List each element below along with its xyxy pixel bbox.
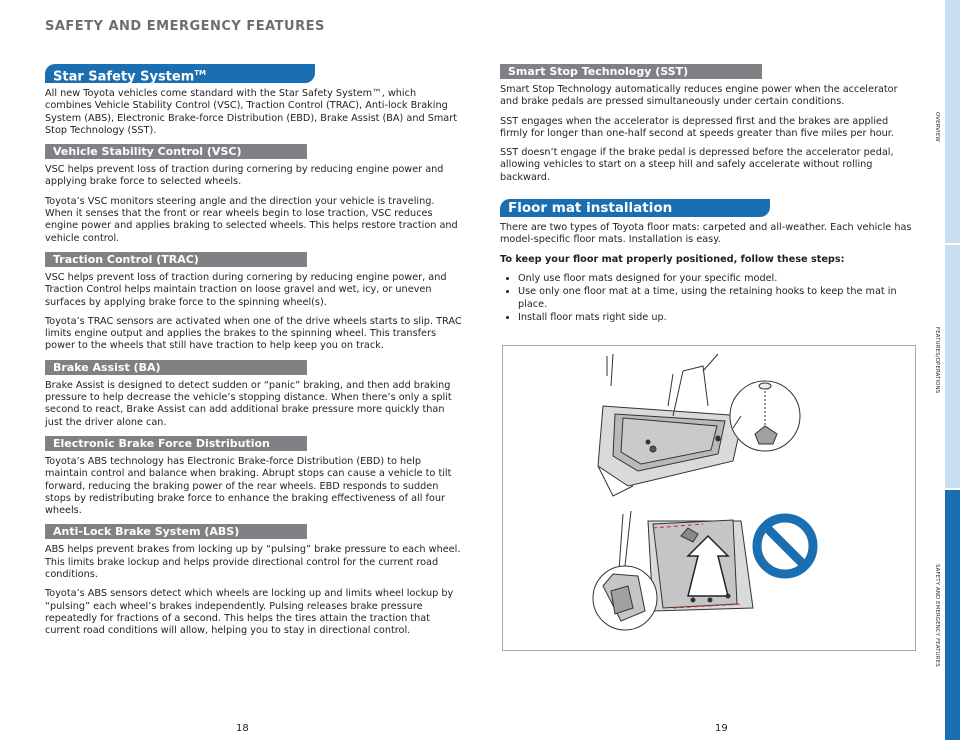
incorrect-installation-drawing — [592, 510, 754, 631]
tab-label-overview: OVERVIEW — [934, 112, 940, 142]
correct-installation-drawing — [597, 353, 801, 497]
list-item: Install floor mats right side up. — [518, 312, 918, 324]
trademark-mark: TM — [194, 69, 207, 77]
section-header: SAFETY AND EMERGENCY FEATURES — [45, 19, 325, 34]
prohibit-icon — [752, 513, 818, 579]
sst-paragraph-1: Smart Stop Technology automatically redu… — [500, 84, 898, 108]
tab-label-features: FEATURES/OPERATIONS — [934, 326, 940, 394]
ebd-paragraph: Toyota’s ABS technology has Electronic B… — [45, 455, 452, 517]
floor-mat-illustration — [502, 345, 916, 651]
sst-paragraph-3: SST doesn’t engage if the brake pedal is… — [500, 147, 894, 183]
tab-safety[interactable] — [945, 490, 960, 742]
sst-paragraph-2: SST engages when the accelerator is depr… — [500, 115, 894, 139]
ebd-title: Electronic Brake Force Distribution (EBD… — [45, 435, 307, 465]
list-item: Only use floor mats designed for your sp… — [518, 273, 918, 285]
floor-mat-steps-heading: To keep your floor mat properly position… — [500, 253, 845, 265]
page-number-left: 18 — [236, 723, 249, 734]
ba-title: Brake Assist (BA) — [45, 359, 307, 375]
star-safety-title-text: Star Safety System — [53, 69, 195, 85]
vsc-paragraph-2: Toyota’s VSC monitors steering angle and… — [45, 195, 458, 244]
tab-features[interactable] — [945, 245, 960, 490]
trac-title: Traction Control (TRAC) — [45, 251, 307, 267]
right-column: Smart Stop Technology (SST) Smart Stop T… — [500, 64, 918, 330]
vsc-title: Vehicle Stability Control (VSC) — [45, 144, 307, 160]
vsc-paragraph-1: VSC helps prevent loss of traction durin… — [45, 164, 444, 188]
abs-title: Anti-Lock Brake System (ABS) — [45, 524, 307, 540]
tab-label-safety: SAFETY AND EMERGENCY FEATURES — [934, 563, 940, 667]
trac-paragraph-1: VSC helps prevent loss of traction durin… — [45, 271, 447, 308]
abs-paragraph-2: Toyota’s ABS sensors detect which wheels… — [45, 588, 454, 637]
floor-mat-paragraph: There are two types of Toyota floor mats… — [500, 222, 912, 246]
tab-overview[interactable] — [945, 0, 960, 245]
floor-mat-title: Floor mat installation — [500, 199, 770, 218]
section-tabs — [945, 0, 960, 742]
floor-mat-steps-list: Only use floor mats designed for your sp… — [500, 273, 918, 324]
floor-mat-drawing — [592, 353, 818, 631]
star-safety-title: Star Safety SystemTM — [45, 64, 315, 85]
page-number-right: 19 — [715, 723, 728, 734]
sst-title: Smart Stop Technology (SST) — [500, 64, 762, 79]
star-safety-paragraph: All new Toyota vehicles come standard wi… — [45, 88, 458, 136]
trac-paragraph-2: Toyota’s TRAC sensors are activated when… — [45, 315, 462, 352]
ba-paragraph: Brake Assist is designed to detect sudde… — [45, 379, 452, 428]
left-column: Star Safety SystemTM All new Toyota vehi… — [45, 64, 465, 645]
list-item: Use only one floor mat at a time, using … — [518, 286, 918, 311]
abs-paragraph-1: ABS helps prevent brakes from locking up… — [45, 544, 461, 581]
